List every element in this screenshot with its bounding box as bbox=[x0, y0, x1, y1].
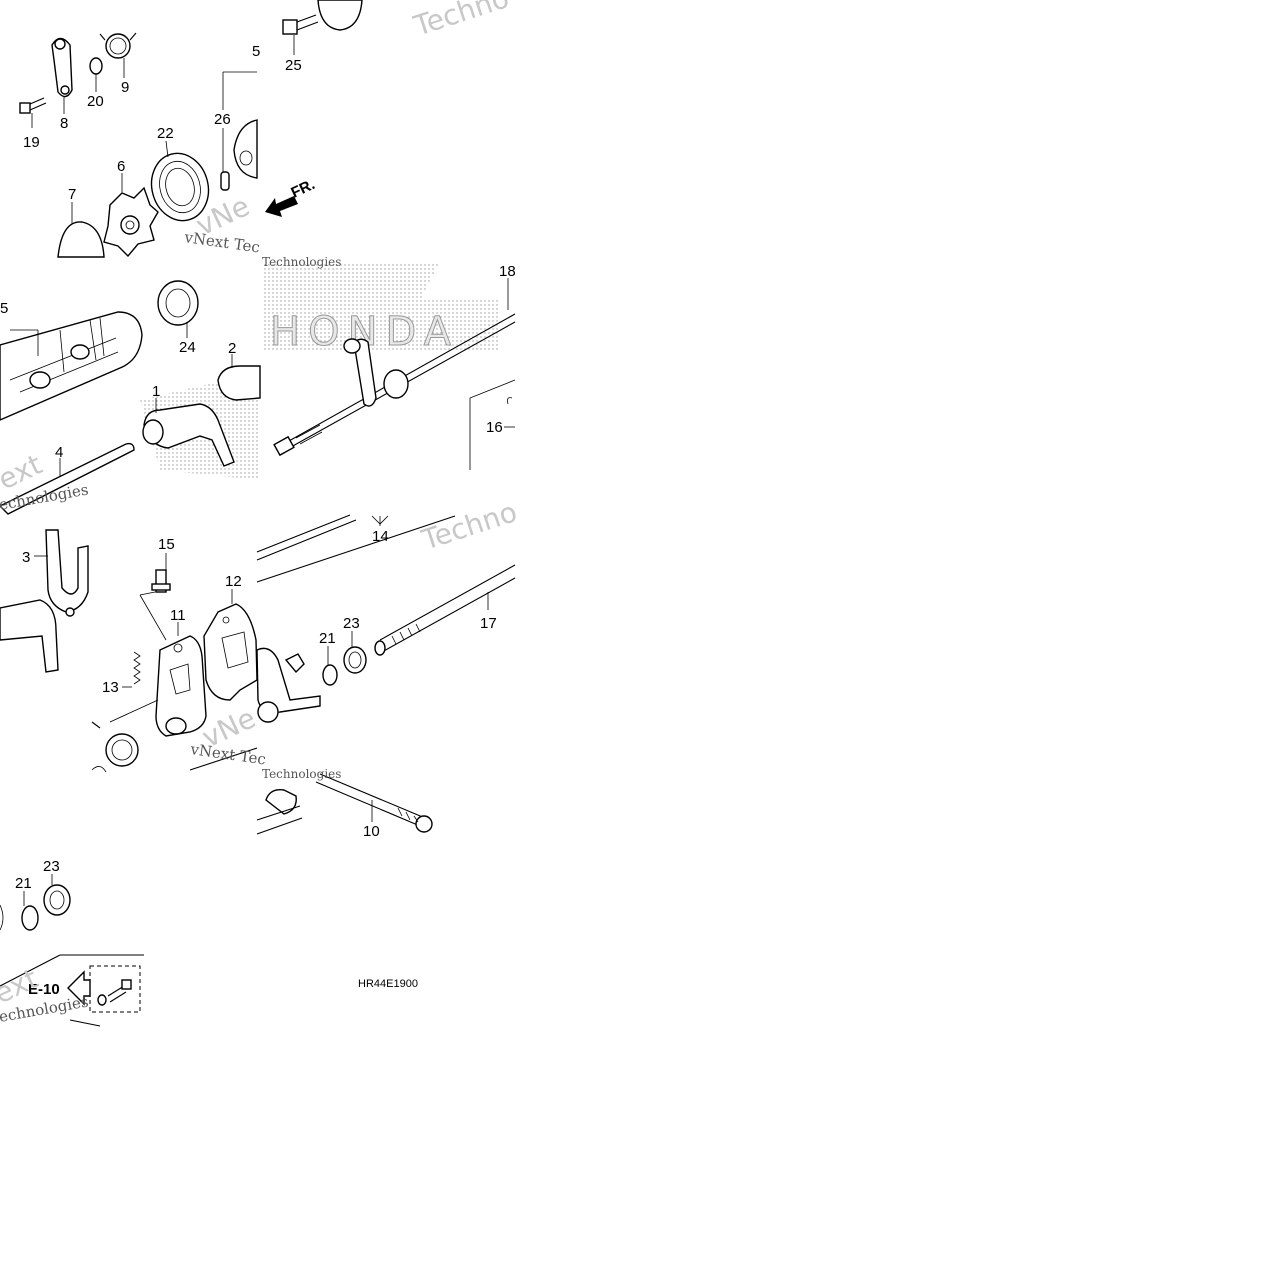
callout-14: 14 bbox=[372, 528, 389, 545]
reference-inset-box bbox=[89, 965, 141, 1013]
drawing-code: HR44E1900 bbox=[358, 978, 418, 990]
callout-21: 21 bbox=[319, 630, 336, 647]
part-pin-15 bbox=[151, 569, 171, 593]
part-pin-26 bbox=[220, 171, 230, 191]
part-plate-12 bbox=[203, 603, 258, 701]
callout-1: 1 bbox=[152, 383, 160, 400]
part-coil-spring bbox=[91, 721, 139, 767]
part-bearing-24 bbox=[157, 280, 199, 326]
callout-18: 18 bbox=[499, 263, 516, 280]
tile-top-left: FR. bbox=[19, 0, 363, 258]
callout-15: 15 bbox=[158, 536, 175, 553]
callout-16: 16 bbox=[486, 419, 503, 436]
inset-box-16 bbox=[469, 379, 516, 470]
tile-middle-right: HONDA bbox=[262, 262, 516, 470]
honda-stipple bbox=[262, 262, 500, 350]
callout-17: 17 bbox=[480, 615, 497, 632]
callout-labels: 5 25 9 20 8 19 26 22 6 7 5 24 2 1 4 18 1… bbox=[0, 43, 516, 892]
part-star-plate-6 bbox=[103, 186, 159, 258]
callout-19: 19 bbox=[23, 134, 40, 151]
callout-23b: 23 bbox=[43, 858, 60, 875]
callout-24: 24 bbox=[179, 339, 196, 356]
part-shift-fork-3 bbox=[0, 529, 89, 673]
callout-23: 23 bbox=[343, 615, 360, 632]
part-spring-13 bbox=[133, 651, 141, 685]
front-arrow-icon bbox=[265, 196, 298, 217]
part-arm-8 bbox=[51, 37, 73, 98]
callout-9: 9 bbox=[121, 79, 129, 96]
part-bolt-inset bbox=[97, 979, 132, 1006]
part-washer-21a bbox=[322, 664, 338, 686]
tile-middle-left bbox=[0, 280, 261, 515]
part-lever-on-shaft bbox=[343, 338, 409, 407]
callout-12: 12 bbox=[225, 573, 242, 590]
watermark-techno-2: Techno bbox=[417, 495, 521, 557]
front-arrow-label: FR. bbox=[289, 176, 318, 202]
callout-25: 25 bbox=[285, 57, 302, 74]
callout-13: 13 bbox=[102, 679, 119, 696]
callout-5: 5 bbox=[252, 43, 260, 60]
part-collar-2 bbox=[217, 365, 261, 401]
part-bearing-22 bbox=[150, 152, 210, 222]
part-bolt-25 bbox=[282, 14, 319, 35]
callout-6: 6 bbox=[117, 158, 125, 175]
part-shift-arm bbox=[256, 647, 321, 723]
callout-2: 2 bbox=[228, 340, 236, 357]
tile-bottom-left: E-10 HR44E1900 bbox=[0, 874, 418, 1027]
part-shift-fork-1 bbox=[142, 403, 235, 467]
tile-lower-right bbox=[256, 514, 516, 835]
part-shaft-10 bbox=[256, 773, 433, 835]
watermark-technologies-3: Technologies bbox=[262, 255, 341, 269]
callout-21b: 21 bbox=[15, 875, 32, 892]
honda-logo-watermark: HONDA bbox=[270, 309, 459, 355]
callout-3: 3 bbox=[22, 549, 30, 566]
part-shift-drum-5 bbox=[0, 311, 143, 421]
part-plate-7 bbox=[57, 221, 105, 258]
part-washer-20 bbox=[89, 57, 103, 75]
part-bolt-19 bbox=[19, 97, 47, 114]
callout-26: 26 bbox=[214, 111, 231, 128]
callout-5b: 5 bbox=[0, 300, 8, 317]
part-spring-9 bbox=[99, 32, 137, 59]
callout-20: 20 bbox=[87, 93, 104, 110]
part-top-plate bbox=[317, 0, 363, 31]
part-plate-11 bbox=[155, 635, 207, 737]
callout-8: 8 bbox=[60, 115, 68, 132]
callout-11: 11 bbox=[170, 607, 186, 624]
callout-7: 7 bbox=[68, 186, 76, 203]
callout-10: 10 bbox=[363, 823, 380, 840]
part-shaft-17 bbox=[374, 564, 516, 656]
part-bearing-23b bbox=[43, 884, 71, 916]
part-drum-fragment bbox=[233, 119, 258, 179]
part-shaft-4 bbox=[0, 442, 135, 515]
callout-22: 22 bbox=[157, 125, 174, 142]
callout-4: 4 bbox=[55, 444, 63, 461]
watermark-techno-1: Techno bbox=[409, 0, 513, 43]
part-washer-21b bbox=[21, 905, 39, 931]
watermark-technologies-4: Technologies bbox=[262, 767, 341, 781]
tile-lower-left bbox=[0, 529, 258, 773]
reference-label: E-10 bbox=[28, 981, 60, 998]
watermark-overlay: Techno Techno vNext Tec vNext Tec vNe vN… bbox=[0, 0, 521, 1026]
part-bearing-23a bbox=[343, 646, 367, 674]
